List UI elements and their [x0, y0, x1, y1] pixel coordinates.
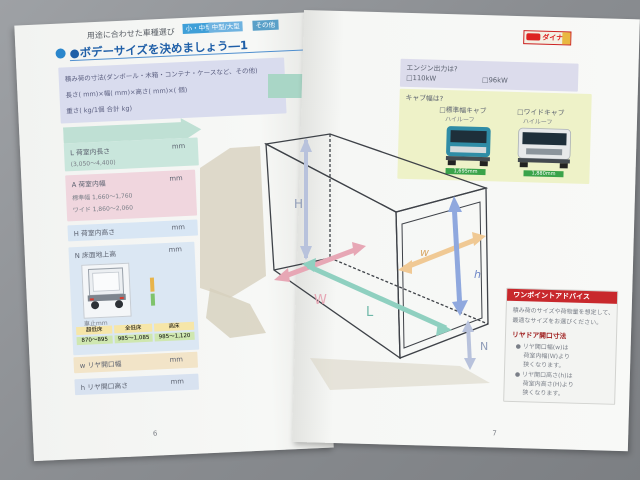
dimension-label-h: h	[474, 268, 481, 281]
green-arrow-left	[62, 118, 202, 144]
dimension-label-L: L	[366, 305, 374, 320]
field-A-box: A 荷室内幅 mm 標準幅 1,660〜1,760 ワイド 1,860〜2,06…	[65, 169, 198, 222]
height-marker	[150, 293, 156, 306]
field-N-unit: mm	[168, 245, 183, 254]
wide-cab-truck-icon	[517, 127, 572, 169]
truck-rear-illustration	[81, 262, 132, 319]
field-N-label: N 床面地上高	[74, 250, 117, 261]
advice-box: ワンポイントアドバイス 積み荷のサイズや荷物量を想定して、 最適なサイズをお選び…	[503, 287, 619, 405]
cab-title: キャブ幅は?	[405, 93, 444, 103]
field-w-unit: mm	[169, 355, 184, 364]
section-header: 用途に合わせた車種選び	[86, 27, 175, 41]
cab-silhouette-lower	[206, 288, 266, 338]
dimension-arrows	[274, 138, 486, 370]
advice-bullet-1c: 狭くなります。	[523, 361, 565, 370]
advice-header: ワンポイントアドバイス	[506, 288, 618, 304]
field-A-row2: ワイド 1,860〜2,060	[72, 204, 134, 215]
cargo-line-2: 長さ( mm)×幅( mm)×高さ( mm)×( 個)	[65, 85, 188, 100]
right-page: ダイナ エンジン出力は? □110kW □96kW キャブ幅は? □標準幅キャブ…	[291, 10, 640, 452]
field-h-unit: mm	[170, 377, 185, 386]
height-name: 超低床	[76, 325, 113, 336]
standard-cab-truck-icon	[445, 126, 491, 167]
dimension-label-w: w	[420, 246, 429, 259]
height-value: 985〜1,085	[114, 333, 153, 344]
field-L-unit: mm	[171, 141, 186, 151]
engine-option-2: □96kW	[482, 76, 508, 85]
field-A-row1: 標準幅 1,660〜1,760	[72, 192, 133, 203]
field-h-box: h リヤ開口高さ mm	[74, 373, 200, 396]
cargo-box-diagram: H W L w h N	[200, 133, 490, 390]
height-marker	[149, 277, 155, 292]
brand-tail	[562, 32, 571, 45]
height-name: 全低床	[114, 323, 153, 334]
cargo-dimensions-box: 積み荷の寸法(ダンボール・木箱・コンテナ・ケースなど、その他) 長さ( mm)×…	[58, 57, 287, 124]
field-h-label: h リヤ開口高さ	[80, 381, 129, 392]
cargo-line-3: 重さ( kg/1個 合計 kg)	[66, 104, 133, 116]
field-H-unit: mm	[171, 223, 186, 232]
field-L-box: L 荷室内長さ mm (3,050〜4,400)	[63, 137, 199, 172]
advice-subhead: リヤドア開口寸法	[511, 330, 567, 341]
dimension-label-W: W	[314, 293, 327, 308]
left-page: 用途に合わせた車種選び 小・中型 中型/大型 その他 ●ボデーサイズを決めましょ…	[14, 12, 334, 462]
height-name: 高床	[153, 321, 195, 332]
field-L-label: L 荷室内長さ	[69, 147, 111, 158]
tag-badge: その他	[252, 19, 279, 31]
dimension-label-H: H	[294, 197, 303, 211]
engine-option-1: □110kW	[406, 73, 437, 83]
field-w-label: w リヤ開口幅	[79, 360, 122, 370]
advice-lead-2: 最適なサイズをお選びください。	[512, 316, 603, 327]
brand-logo: ダイナ	[523, 30, 572, 46]
tag-badge: 中型/大型	[208, 21, 244, 33]
advice-bullet-2c: 狭くなります。	[522, 389, 564, 398]
cab-silhouette	[200, 146, 266, 298]
cargo-line-1: 積み荷の寸法(ダンボール・木箱・コンテナ・ケースなど、その他)	[64, 66, 258, 84]
height-value: 985〜1,120	[154, 331, 195, 342]
brand-mark-icon	[526, 33, 541, 41]
field-N-box: N 床面地上高 mm 車止mm 超低床 全低床 高床 870〜895 985〜1…	[68, 241, 200, 356]
floor-height-table: 超低床 全低床 高床 870〜895 985〜1,085 985〜1,120	[76, 321, 195, 351]
field-H-box: H 荷室内高さ mm	[67, 219, 199, 242]
page-number-right: 7	[492, 429, 497, 438]
cab-width-badge: 1,880mm	[523, 170, 564, 178]
field-L-range: (3,050〜4,400)	[70, 159, 116, 169]
engine-title: エンジン出力は?	[406, 63, 458, 74]
field-A-label: A 荷室内幅	[71, 179, 106, 190]
cab-width-box: キャブ幅は? □標準幅キャブ □ワイドキャブ ハイルーフ ハイルーフ 1,695…	[397, 88, 592, 185]
field-H-label: H 荷室内高さ	[73, 228, 116, 239]
truck-rear-icon	[87, 267, 126, 310]
page-number-left: 6	[152, 429, 158, 438]
field-w-box: w リヤ開口幅 mm	[73, 351, 199, 374]
height-value: 870〜895	[76, 335, 113, 346]
field-A-unit: mm	[169, 174, 183, 183]
floor-shadow	[310, 358, 490, 390]
dimension-label-N: N	[480, 340, 488, 353]
bullet-icon	[55, 48, 66, 59]
brand-text: ダイナ	[542, 33, 564, 43]
engine-output-box: エンジン出力は? □110kW □96kW	[399, 58, 579, 92]
